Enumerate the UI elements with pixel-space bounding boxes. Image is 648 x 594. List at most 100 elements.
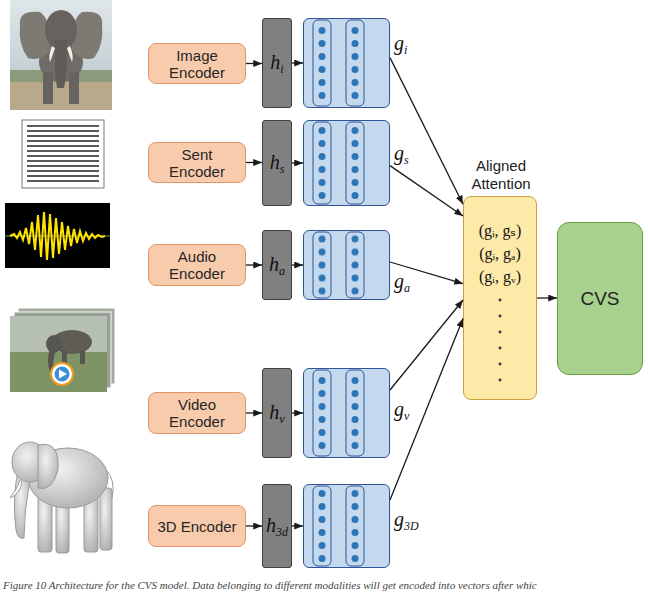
- symbol-letter: h: [266, 514, 276, 536]
- neuron-layers: [313, 232, 364, 298]
- symbol-letter: h: [269, 401, 279, 423]
- ellipsis-dot: [499, 315, 502, 318]
- neuron-dots: [346, 233, 364, 298]
- hidden-vector-box: hi: [262, 18, 292, 108]
- vector-label: ga: [394, 271, 410, 294]
- symbol-letter: h: [270, 51, 280, 73]
- neuron-dots: [313, 487, 331, 565]
- video-frame: [14, 312, 111, 388]
- model-tail: [106, 470, 113, 498]
- flow-arrow: [390, 58, 463, 205]
- model-tusk: [10, 480, 22, 498]
- flow-arrow: [246, 412, 262, 413]
- neuron-dots: [346, 487, 364, 565]
- flow-arrow: [246, 162, 262, 163]
- vector-label: gv: [394, 399, 409, 422]
- neuron-layers: [313, 370, 364, 456]
- elephant-trunk: [55, 40, 67, 88]
- flow-arrow: [390, 262, 463, 284]
- model-leg: [38, 490, 52, 552]
- vector-label: g3D: [394, 509, 419, 532]
- neuron-column: [346, 232, 364, 298]
- vector-symbol: ha: [269, 254, 285, 277]
- flow-arrow: [246, 63, 262, 64]
- neuron-dots: [313, 124, 331, 202]
- flow-arrow: [390, 300, 463, 390]
- symbol-subscript: 3d: [276, 525, 288, 539]
- encoder-label: Audio Encoder: [155, 248, 239, 282]
- symbol-letter: h: [269, 253, 279, 275]
- projection-layer-box: gs: [303, 120, 390, 206]
- neuron-column: [346, 370, 364, 456]
- flow-arrow: [292, 62, 303, 63]
- neuron-column: [346, 20, 364, 106]
- symbol-subscript: s: [404, 153, 409, 167]
- flow-arrow: [292, 412, 303, 413]
- video-sky: [10, 316, 107, 356]
- photo-bushes: [10, 70, 112, 84]
- waveform-axis: [5, 236, 110, 237]
- symbol-letter: g: [394, 398, 404, 420]
- flow-arrow: [390, 318, 463, 500]
- encoder-label: Video Encoder: [155, 396, 239, 430]
- vector-symbol: hs: [270, 152, 285, 175]
- pair-label: (gᵢ, gₐ): [464, 242, 536, 265]
- flow-arrow: [390, 166, 463, 216]
- vector-label: gs: [394, 143, 409, 166]
- flow-arrow: [292, 525, 303, 526]
- hidden-vector-box: hs: [262, 120, 292, 206]
- model-leg: [84, 492, 98, 552]
- hidden-vector-box: ha: [262, 230, 292, 300]
- document-lines: [27, 124, 99, 184]
- document-page: [22, 120, 104, 188]
- neuron-dots: [313, 233, 331, 298]
- pair-label: (gᵢ, gₛ): [464, 219, 536, 242]
- projection-layer-box: gv: [303, 368, 390, 458]
- projection-layer-box: gi: [303, 18, 390, 108]
- symbol-letter: g: [394, 508, 404, 530]
- ellipsis-dot: [499, 363, 502, 366]
- elephant-body: [39, 42, 83, 82]
- neuron-dots: [346, 24, 364, 102]
- ellipsis-dot: [499, 347, 502, 350]
- model-head: [12, 442, 48, 482]
- neuron-column: [313, 486, 331, 566]
- elephant-tusk: [67, 46, 73, 62]
- vector-symbol: hv: [269, 402, 284, 425]
- flow-arrow: [292, 162, 303, 163]
- neuron-column: [313, 370, 331, 456]
- symbol-subscript: s: [280, 162, 285, 176]
- elephant-leg: [43, 72, 53, 104]
- photo-sky: [10, 0, 112, 110]
- encoder-box: Image Encoder: [148, 43, 246, 84]
- neuron-dots: [346, 124, 364, 202]
- vector-symbol: h3d: [266, 515, 288, 538]
- symbol-subscript: i: [280, 62, 283, 76]
- neuron-layers: [313, 20, 364, 106]
- waveform-signal: [10, 212, 105, 260]
- neuron-layers: [313, 122, 364, 204]
- neuron-layers: [313, 486, 364, 566]
- neuron-column: [313, 232, 331, 298]
- hidden-vector-box: h3d: [262, 484, 292, 568]
- symbol-letter: g: [394, 270, 404, 292]
- audio-waveform: [5, 203, 110, 268]
- flow-arrow: [292, 264, 303, 265]
- vector-label: gi: [394, 33, 407, 56]
- elephant-leg: [69, 72, 79, 104]
- elephant-photo: [10, 0, 112, 110]
- video-grass: [10, 352, 107, 392]
- symbol-subscript: i: [404, 43, 407, 57]
- vertical-ellipsis: [499, 299, 502, 382]
- elephant-head: [46, 335, 62, 353]
- model-ear: [38, 444, 58, 488]
- encoder-box: Video Encoder: [148, 392, 246, 434]
- model-body: [28, 448, 108, 508]
- encoder-label: 3D Encoder: [157, 518, 236, 535]
- ellipsis-dot: [499, 379, 502, 382]
- symbol-letter: g: [394, 32, 404, 54]
- model-leg: [56, 495, 69, 553]
- flow-arrow: [246, 264, 262, 265]
- neuron-column: [313, 20, 331, 106]
